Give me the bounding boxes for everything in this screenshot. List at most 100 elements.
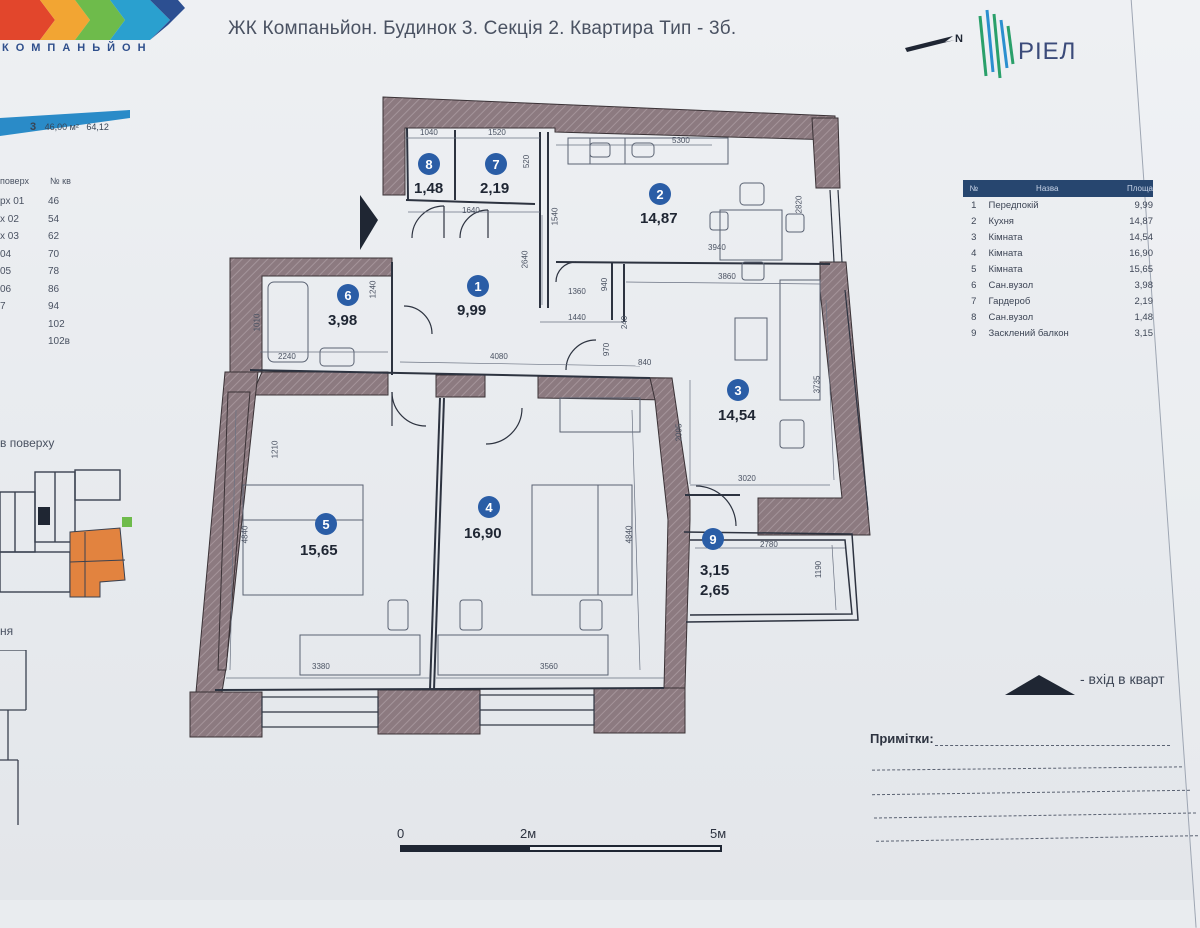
room-area-6: 3,98: [328, 312, 358, 329]
dim-label: 3560: [540, 662, 558, 671]
dim-label: 3735: [812, 375, 822, 394]
room-area-2: 14,87: [640, 210, 678, 227]
room-area-9: 3,15: [700, 562, 730, 579]
floor-row-floor: 04: [0, 248, 12, 260]
room-badge-3: 3: [727, 379, 749, 401]
logo-text: КОМПАНЬЙОН: [2, 42, 153, 54]
dim-label: 4080: [490, 352, 508, 361]
floor-row-num: 70: [48, 248, 60, 260]
notes-label: Примітки:: [870, 731, 934, 746]
entry-legend: - вхід в кварт: [1080, 671, 1165, 687]
dim-label: 970: [602, 342, 612, 357]
legend-area: 16,90: [1129, 247, 1153, 259]
legend-num: 1: [971, 199, 977, 211]
floor-row-floor: 7: [0, 301, 6, 312]
room-area-9-alt: 2,65: [700, 582, 730, 599]
note-line: [935, 745, 1170, 746]
tab-area-total: 46,00 м²: [44, 122, 79, 132]
floor-scheme-label: в поверху: [0, 436, 55, 450]
apartment-floor-plan: [189, 96, 871, 852]
legend-num: 8: [971, 311, 977, 323]
legend-name: Засклений балкон: [988, 327, 1069, 339]
north-label: N: [955, 33, 963, 45]
dim-label: 2640: [520, 250, 530, 269]
dim-label: 1640: [462, 206, 480, 215]
floor-row-floor: х 03: [0, 231, 19, 242]
room-badge-8: 8: [418, 153, 440, 175]
legend-num: 6: [971, 279, 977, 291]
legend-row: 4 Кімната 16,90: [963, 245, 1153, 261]
legend-row: 6 Сан.вузол 3,98: [963, 277, 1153, 293]
floor-row-floor: х 02: [0, 213, 19, 225]
floor-row-num: 102: [48, 318, 65, 330]
legend-area: 15,65: [1129, 263, 1153, 275]
floor-row-num: 102в: [48, 336, 70, 347]
room-area-1: 9,99: [457, 302, 487, 319]
legend-name: Кімната: [988, 247, 1023, 259]
scale-zero: 0: [397, 826, 405, 841]
legend-area: 1,48: [1134, 311, 1153, 323]
floor-row-num: 86: [48, 283, 60, 295]
dim-label: 3860: [718, 272, 736, 281]
dim-label: 3940: [708, 243, 726, 252]
legend-num: 4: [971, 247, 977, 259]
legend-area: 14,54: [1129, 231, 1153, 243]
company-logo: [0, 0, 185, 40]
dim-label: 240: [620, 315, 630, 330]
dim-label: 2820: [794, 195, 804, 214]
col-num: № кв: [50, 176, 71, 186]
dim-label: 1440: [568, 313, 586, 322]
legend-col-num: №: [969, 184, 979, 193]
legend-num: 2: [971, 215, 977, 227]
room-area-5: 15,65: [300, 542, 338, 559]
room-area-4: 16,90: [464, 525, 502, 542]
floor-row-floor: рх 01: [0, 196, 25, 207]
dim-label: 2780: [760, 540, 778, 549]
dim-label: 3380: [312, 662, 330, 671]
legend-name: Сан.вузол: [988, 279, 1034, 291]
dim-label: 2240: [278, 352, 296, 361]
room-badge-4: 4: [478, 496, 500, 518]
left-panel-header: 3 46,00 м² 64,12: [30, 121, 109, 133]
legend-col-area: Площа: [1126, 184, 1153, 193]
legend-row: 5 Кімната 15,65: [963, 261, 1153, 277]
mini-plan-2: [0, 650, 27, 825]
dim-label: 3020: [738, 474, 756, 483]
dim-label: 1010: [252, 313, 262, 332]
scale-2m: 2м: [520, 826, 537, 841]
dim-label: 1190: [814, 560, 824, 579]
room-badge-5: 5: [315, 513, 337, 535]
page-title: ЖК Компаньйон. Будинок 3. Секція 2. Квар…: [228, 18, 737, 39]
legend-num: 7: [971, 295, 977, 307]
legend-name: Передпокій: [988, 199, 1039, 211]
room-area-3: 14,54: [718, 407, 756, 424]
floor-row-floor: 05: [0, 266, 12, 277]
dim-label: 840: [638, 358, 652, 367]
floor-row-num: 54: [48, 213, 60, 225]
legend-header: № Назва Площа: [963, 180, 1153, 197]
legend-area: 3,98: [1134, 279, 1153, 291]
room-badge-9: 9: [702, 528, 724, 550]
floor-row-num: 94: [48, 301, 60, 312]
legend-name: Кімната: [988, 231, 1023, 243]
tab-area-2: 64,12: [86, 122, 109, 132]
legend-name: Сан.вузол: [988, 311, 1034, 323]
room-badge-6: 6: [337, 284, 359, 306]
legend-name: Гардероб: [988, 295, 1031, 307]
tab-number: 3: [30, 121, 37, 133]
dim-label: 1240: [368, 280, 378, 299]
legend-num: 5: [971, 263, 977, 275]
legend-name: Кухня: [988, 215, 1014, 227]
north-arrow-icon: [905, 36, 955, 52]
legend-row: 8 Сан.вузол 1,48: [963, 309, 1153, 325]
legend-name: Кімната: [988, 263, 1023, 275]
dim-label: 1520: [488, 128, 506, 137]
